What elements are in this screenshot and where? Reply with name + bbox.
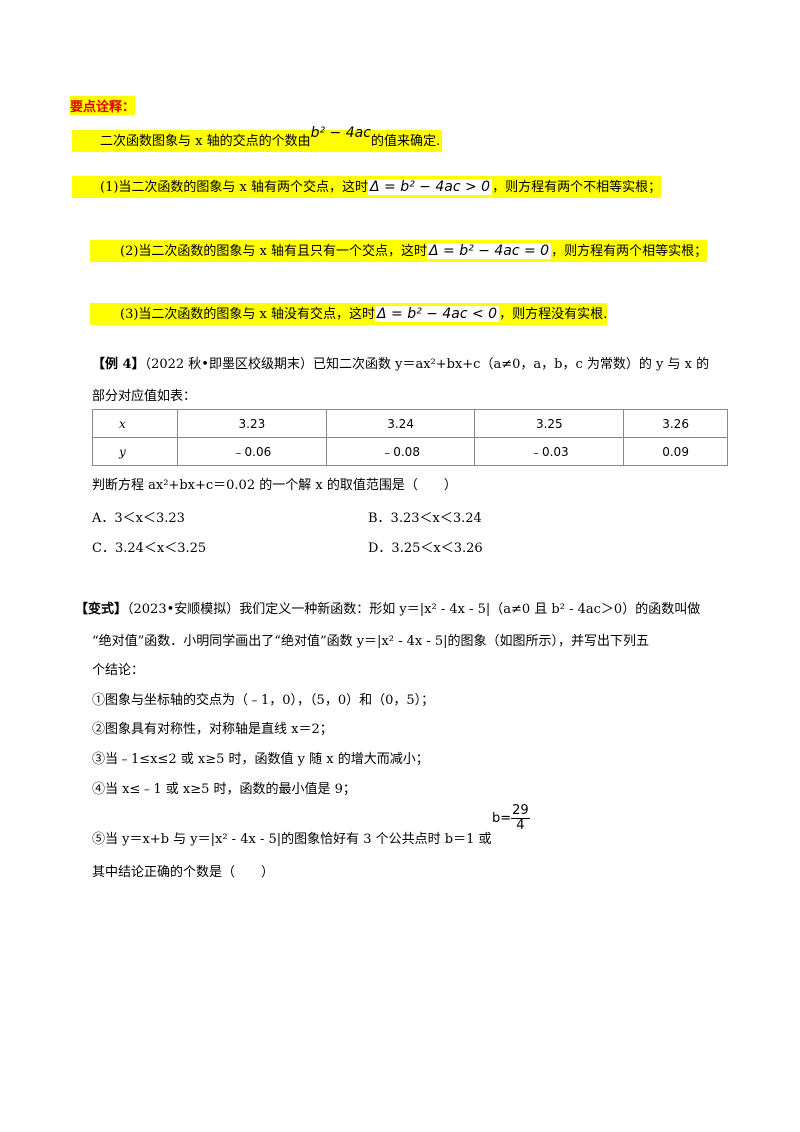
table-row-y: y ﹣0.06 ﹣0.08 ﹣0.03 0.09	[92, 437, 728, 466]
case3-text-post: ，则方程没有实根.	[499, 307, 608, 322]
statement-2: ②图象具有对称性，对称轴是直线 x＝2；	[92, 722, 333, 737]
table-cell: 3.25	[474, 409, 625, 438]
table-cell: 3.26	[623, 409, 728, 438]
table-cell: y	[92, 437, 178, 466]
variant-tag: 【变式】	[75, 602, 128, 617]
case1-text-pre: (1)当二次函数的图象与 x 轴有两个交点，这时	[100, 180, 369, 195]
example4-source: （2022 秋•即墨区校级期末）	[144, 357, 313, 372]
intro-text-post: 的值来确定.	[370, 134, 441, 149]
variant-question: 其中结论正确的个数是（ ）	[92, 865, 275, 880]
fraction-numerator: 29	[511, 803, 530, 819]
example4-stem-a: 已知二次函数 y＝ax²+bx+c（a≠0，a，b，c 为常数）的 y 与 x …	[312, 357, 710, 372]
table-cell: ﹣0.06	[177, 437, 327, 466]
statement-1: ①图象与坐标轴的交点为（﹣1，0），（5，0）和（0，5）；	[92, 693, 435, 708]
variant-line3: 个结论：	[92, 663, 145, 678]
example4-question: 判断方程 ax²+bx+c＝0.02 的一个解 x 的取值范围是（ ）	[92, 478, 457, 493]
fraction-prefix: b=	[492, 811, 512, 826]
case3-text-pre: (3)当二次函数的图象与 x 轴没有交点，这时	[120, 307, 376, 322]
case2-text-post: ，则方程有两个相等实根；	[551, 244, 708, 259]
table-cell: ﹣0.03	[474, 437, 625, 466]
key-point-intro: 二次函数图象与 x 轴的交点的个数由b² − 4ac的值来确定.	[72, 125, 443, 152]
case3-formula: Δ = b² − 4ac < 0	[375, 306, 500, 322]
statement-5: ⑤当 y＝x+b 与 y＝|x² - 4x - 5|的图象恰好有 3 个公共点时…	[92, 828, 492, 847]
option-d: D．3.25＜x＜3.26	[368, 541, 483, 556]
statement-5-text: ⑤当 y＝x+b 与 y＝|x² - 4x - 5|的图象恰好有 3 个公共点时…	[92, 832, 492, 847]
case1-formula: Δ = b² − 4ac > 0	[368, 179, 493, 195]
option-a: A．3＜x＜3.23	[92, 511, 185, 526]
intro-formula: b² − 4ac	[310, 125, 371, 141]
variant-source: （2023•安顺模拟）	[127, 602, 240, 617]
key-points-title: 要点诠释：	[70, 96, 136, 115]
table-cell: 3.24	[325, 409, 476, 438]
option-b: B．3.23＜x＜3.24	[368, 511, 482, 526]
case2-formula: Δ = b² − 4ac = 0	[427, 243, 552, 259]
variant-line1-text: 我们定义一种新函数：形如 y＝|x² - 4x - 5|（a≠0 且 b² - …	[239, 602, 701, 617]
table-row-x: x 3.23 3.24 3.25 3.26	[92, 409, 728, 438]
statement-3: ③当﹣1≤x≤2 或 x≥5 时，函数值 y 随 x 的增大而减小；	[92, 752, 429, 767]
example4-tag: 【例 4】	[92, 357, 145, 372]
fraction-denominator: 4	[516, 818, 525, 833]
variant-line1: 【变式】（2023•安顺模拟）我们定义一种新函数：形如 y＝|x² - 4x -…	[75, 598, 700, 617]
example4-stem-line2: 部分对应值如表：	[92, 389, 197, 404]
table-cell: ﹣0.08	[325, 437, 476, 466]
case1-text-post: ，则方程有两个不相等实根；	[492, 180, 662, 195]
statement-4: ④当 x≤﹣1 或 x≥5 时，函数的最小值是 9；	[92, 782, 356, 797]
table-cell: x	[92, 409, 178, 438]
table-cell: 3.23	[177, 409, 327, 438]
case2-text-pre: (2)当二次函数的图象与 x 轴有且只有一个交点，这时	[120, 244, 428, 259]
option-c: C．3.24＜x＜3.25	[92, 541, 207, 556]
example4-stem-line1: 【例 4】（2022 秋•即墨区校级期末）已知二次函数 y＝ax²+bx+c（a…	[92, 356, 709, 374]
table-cell: 0.09	[623, 437, 728, 466]
intro-text-pre: 二次函数图象与 x 轴的交点的个数由	[100, 134, 311, 149]
variant-line2: “绝对值”函数．小明同学画出了“绝对值”函数 y＝|x² - 4x - 5|的图…	[92, 634, 650, 649]
value-table: x 3.23 3.24 3.25 3.26 y ﹣0.06 ﹣0.08 ﹣0.0…	[92, 409, 728, 466]
